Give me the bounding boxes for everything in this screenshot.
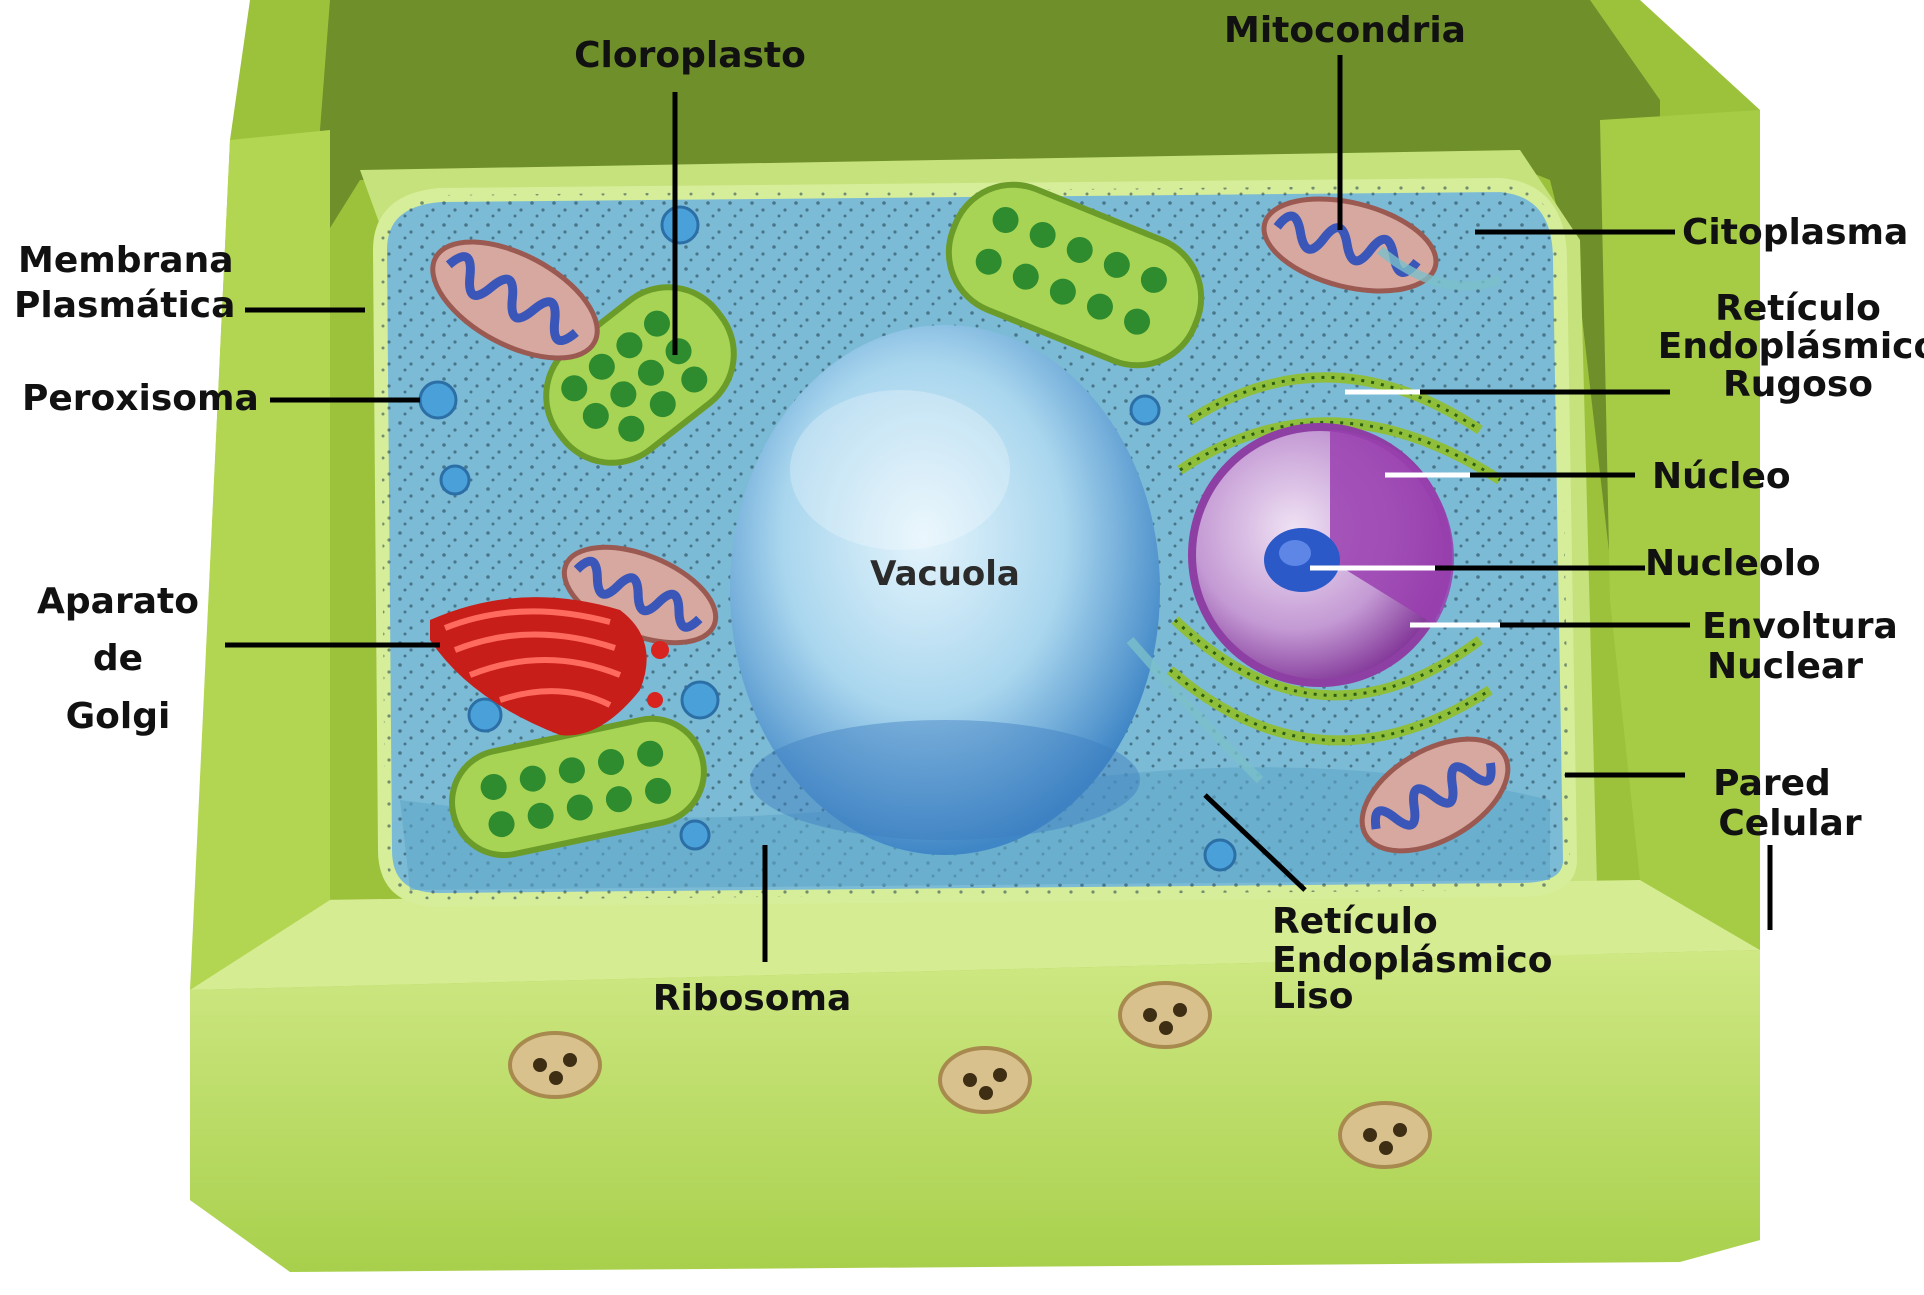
label-reticulo-rugoso-line1: Retículo [1715, 288, 1881, 329]
label-nucleo: Núcleo [1652, 456, 1791, 497]
label-reticulo-liso-line1: Retículo [1272, 901, 1438, 942]
label-golgi-line2: de [93, 638, 143, 679]
label-ribosoma: Ribosoma [653, 978, 852, 1019]
label-citoplasma: Citoplasma [1682, 212, 1908, 253]
label-peroxisoma: Peroxisoma [22, 378, 259, 419]
label-cloroplasto: Cloroplasto [574, 35, 806, 76]
label-golgi-line3: Golgi [66, 696, 171, 737]
label-reticulo-liso-line2: Endoplásmico [1272, 940, 1552, 981]
label-vacuola: Vacuola [870, 554, 1020, 594]
label-golgi-line1: Aparato [37, 581, 199, 622]
label-pared-line2: Celular [1718, 803, 1861, 844]
label-envoltura-line2: Nuclear [1707, 646, 1863, 687]
nucleolus [1264, 528, 1340, 592]
label-reticulo-liso-line3: Liso [1272, 976, 1353, 1017]
label-envoltura-line1: Envoltura [1702, 606, 1898, 647]
label-reticulo-rugoso-line3: Rugoso [1723, 364, 1873, 405]
label-nucleolo: Nucleolo [1645, 543, 1821, 584]
label-membrana-line1: Membrana [18, 240, 234, 281]
label-mitocondria: Mitocondria [1224, 10, 1466, 51]
label-membrana-line2: Plasmática [14, 285, 235, 326]
label-reticulo-rugoso-line2: Endoplásmico [1658, 326, 1924, 367]
label-pared-line1: Pared [1713, 763, 1831, 804]
